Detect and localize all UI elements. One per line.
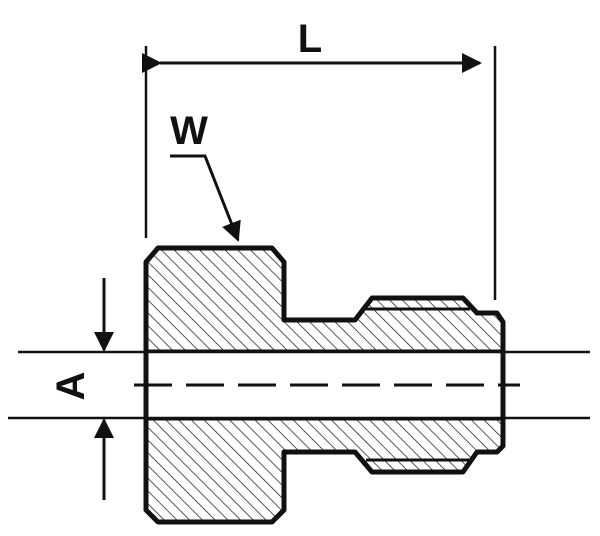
fitting-lower-section <box>143 415 506 525</box>
w-label: W <box>170 109 208 153</box>
l-label: L <box>298 17 322 61</box>
a-label: A <box>49 372 93 401</box>
w-leader-line <box>170 154 241 242</box>
fitting-upper-section <box>143 245 506 355</box>
